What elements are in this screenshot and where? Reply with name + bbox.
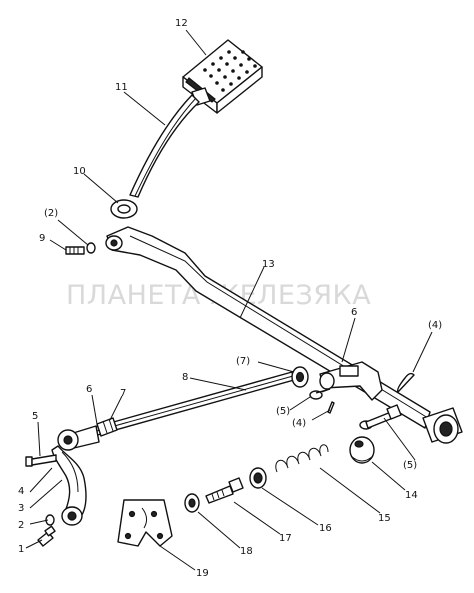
label-17: 17 [279, 533, 292, 544]
lever-end-tube [422, 407, 463, 444]
screw-lower [37, 525, 56, 547]
pedal-lever [105, 226, 431, 429]
rod-nut [291, 366, 309, 388]
label-9: 9 [39, 233, 45, 244]
label-2: 2 [18, 520, 24, 531]
label-5: 5 [32, 411, 38, 422]
label-10: 10 [73, 166, 86, 177]
rod-clip [96, 417, 118, 437]
small-pin [309, 388, 331, 400]
label-4-paren-lower: (4) [292, 418, 306, 429]
label-15: 15 [378, 513, 391, 524]
label-6-lower: 6 [86, 384, 92, 395]
leader-lines [25, 29, 433, 571]
part-labels: 12 11 10 (2) 9 13 6 (4) (7) 8 (5) (4) (5… [18, 18, 442, 579]
label-12: 12 [175, 18, 188, 29]
label-8: 8 [182, 372, 188, 383]
spring-ring [249, 467, 267, 489]
label-16: 16 [319, 523, 332, 534]
label-7: 7 [120, 388, 126, 399]
return-spring [275, 444, 329, 473]
bolt-left [25, 454, 57, 467]
label-1: 1 [18, 544, 24, 555]
lower-clamp [57, 425, 100, 451]
label-18: 18 [240, 546, 253, 557]
spring-cap [349, 436, 375, 464]
pedal-bushing [110, 199, 138, 219]
bracket-plate [117, 499, 173, 547]
hex-nut [184, 493, 200, 513]
cotter-pin-upper [396, 372, 415, 393]
label-13: 13 [262, 259, 275, 270]
lower-lever-arm [51, 445, 87, 526]
label-6-upper: 6 [351, 307, 357, 318]
label-14: 14 [405, 490, 418, 501]
label-7-paren: (7) [236, 356, 250, 367]
threaded-stud [205, 477, 244, 504]
label-5-paren-upper: (5) [276, 406, 290, 417]
screw-upper [65, 242, 96, 255]
label-3: 3 [18, 503, 24, 514]
label-4: 4 [18, 486, 24, 497]
cotter-pin-lower [327, 401, 335, 414]
bolt-right [359, 404, 402, 430]
label-2-paren-upper: (2) [44, 208, 58, 219]
upper-clamp [319, 361, 383, 401]
label-4-paren-upper: (4) [428, 320, 442, 331]
pedal-pad [182, 39, 263, 114]
control-rod [91, 371, 295, 437]
label-5-paren-lower: (5) [403, 460, 417, 471]
label-19: 19 [196, 568, 209, 579]
label-11: 11 [115, 82, 128, 93]
pedal-arm [129, 94, 200, 198]
